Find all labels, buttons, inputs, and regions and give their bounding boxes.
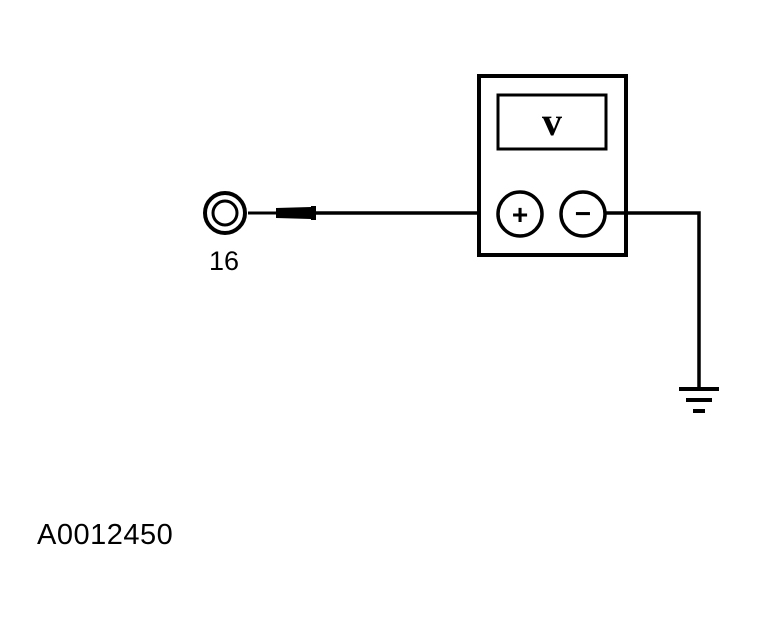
voltmeter-display xyxy=(496,93,608,151)
connector-terminal-number: 16 xyxy=(209,246,240,276)
figure-id: A0012450 xyxy=(37,519,174,551)
voltmeter-display-symbol: v xyxy=(542,99,562,144)
ground-symbol-icon xyxy=(679,387,719,413)
voltmeter: v + − xyxy=(477,74,628,257)
negative-terminal: − xyxy=(559,190,607,238)
positive-terminal-symbol: + xyxy=(512,199,528,230)
test-probe-icon xyxy=(248,206,316,220)
connector-terminal-icon xyxy=(203,191,247,235)
negative-terminal-symbol: − xyxy=(575,198,591,229)
positive-terminal: + xyxy=(496,190,544,238)
negative-lead-wire xyxy=(605,211,701,388)
